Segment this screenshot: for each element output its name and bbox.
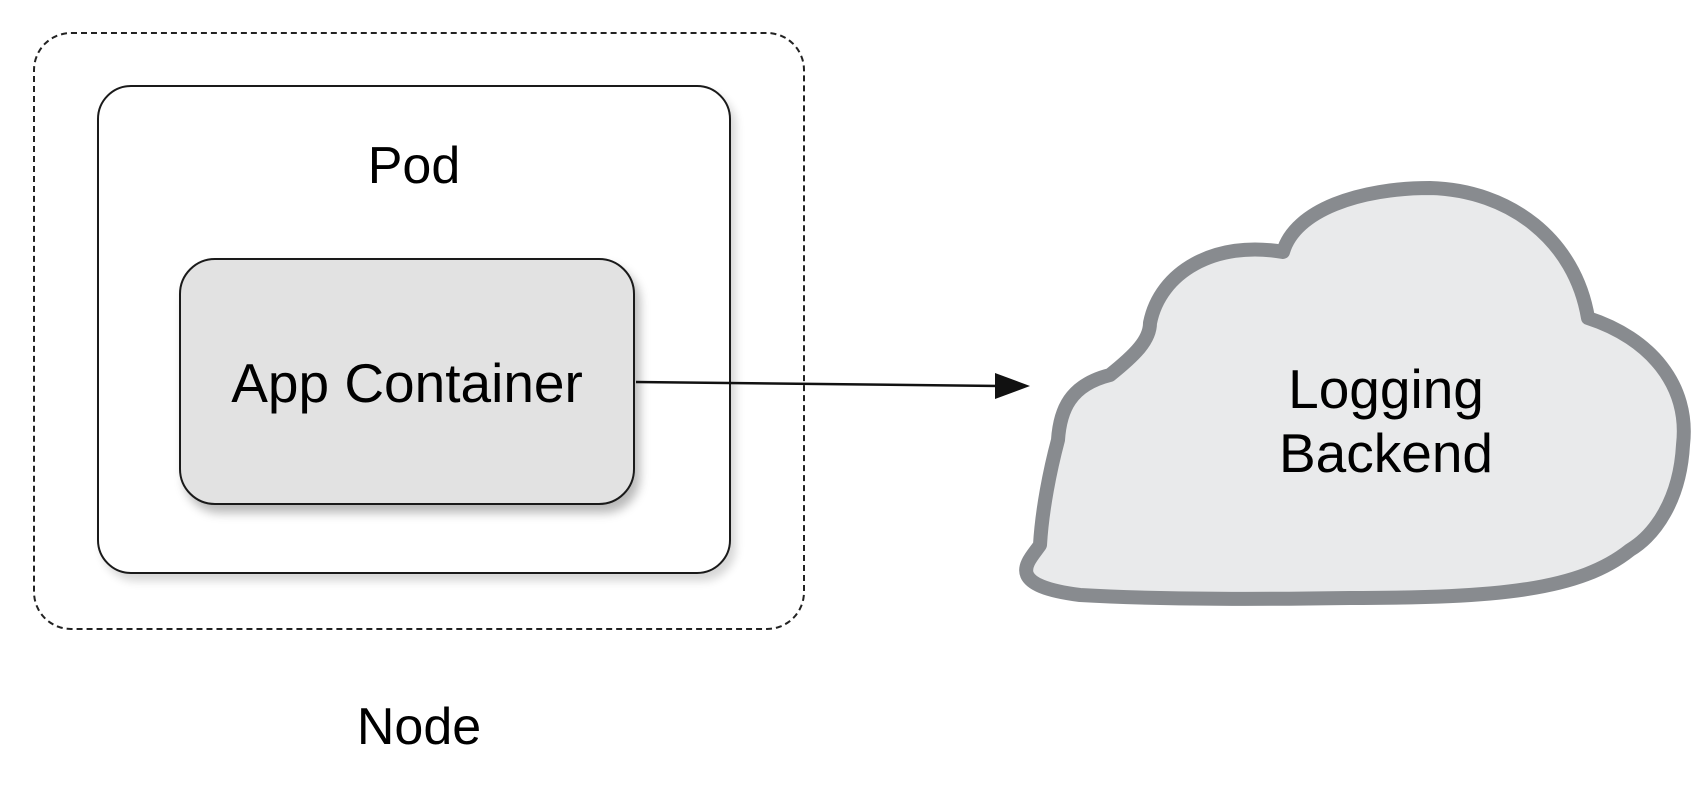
flow-arrow [635, 373, 1030, 399]
node-boundary [33, 32, 805, 630]
logging-backend-line-1: Logging [1288, 358, 1484, 420]
app-container-box [179, 258, 635, 505]
logging-backend-cloud [1019, 181, 1691, 606]
logging-backend-line-2: Backend [1278, 422, 1494, 484]
logging-backend-label: Logging Backend [1196, 357, 1576, 485]
app-container-label: App Container [231, 352, 583, 414]
pod-label: Pod [367, 137, 461, 195]
node-label: Node [356, 698, 482, 756]
arrow-line [635, 380, 1001, 388]
arrow-head-icon [995, 373, 1030, 399]
cloud-shape [1019, 181, 1691, 606]
